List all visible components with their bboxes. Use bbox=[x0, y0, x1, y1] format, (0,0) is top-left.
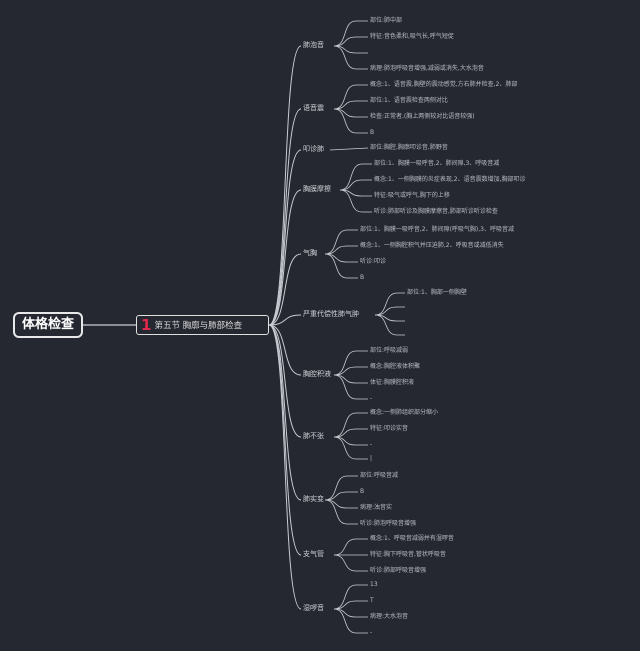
leaf-node[interactable]: 部位:1、胸部一侧胸壁 bbox=[407, 289, 467, 296]
connector-line bbox=[268, 324, 302, 610]
leaf-node[interactable]: 概念:1、一侧胸膜的炎症表现,2、语音震数增加,胸部叩诊 bbox=[374, 176, 526, 183]
connector-line bbox=[374, 306, 405, 316]
leaf-node[interactable]: | bbox=[370, 455, 373, 462]
leaf-node[interactable]: 部位:1、胸膜一吸呼音,2、肺间隙(呼吸气胸),3、呼吸音减 bbox=[360, 226, 514, 233]
connector-line bbox=[339, 189, 372, 213]
connector-line bbox=[329, 147, 369, 151]
connector-line bbox=[268, 108, 302, 326]
connector-line bbox=[268, 324, 302, 501]
branch-node[interactable]: 支气管 bbox=[303, 550, 324, 558]
leaf-node[interactable]: 部位:1、胸膜一吸呼音,2、肺间隙,3、呼吸音减 bbox=[374, 160, 500, 167]
topic-number: 1 bbox=[141, 316, 152, 334]
connector-line bbox=[268, 324, 302, 438]
leaf-node[interactable]: 部位:1、语音震检查两侧对比 bbox=[370, 97, 448, 104]
connector-line bbox=[333, 584, 368, 610]
connector-line bbox=[333, 108, 368, 134]
root-node[interactable]: 体格检查 bbox=[13, 312, 83, 338]
leaf-node[interactable]: 听诊:肺部听诊及胸膜摩擦音,肺部听诊听诊检查 bbox=[374, 208, 498, 215]
connector-line bbox=[374, 292, 405, 316]
connector-line bbox=[333, 428, 368, 438]
connector-line bbox=[333, 84, 368, 110]
connector-line bbox=[268, 324, 302, 556]
connector-line bbox=[374, 314, 405, 336]
leaf-node[interactable]: 13 bbox=[370, 581, 378, 588]
leaf-node[interactable]: B bbox=[370, 129, 375, 136]
branch-node[interactable]: 严重代偿性肺气肿 bbox=[303, 310, 359, 318]
branch-node[interactable]: 胸膜摩擦 bbox=[303, 185, 331, 193]
branch-node[interactable]: 语音震 bbox=[303, 104, 324, 112]
leaf-node[interactable]: B bbox=[360, 488, 365, 495]
connector-line bbox=[324, 229, 358, 255]
leaf-node[interactable]: 检查:正常者,(胸上两侧较对比语音较强) bbox=[370, 113, 475, 120]
leaf-node[interactable]: 特征:音色柔和,吸气长,呼气短促 bbox=[370, 33, 454, 40]
connector-line bbox=[333, 36, 368, 47]
leaf-node[interactable]: - bbox=[370, 395, 373, 402]
connector-line bbox=[339, 163, 372, 191]
leaf-node[interactable]: 概念:胸腔液体积聚 bbox=[370, 363, 421, 370]
leaf-node[interactable]: 部位:胸腔,胸廓叩诊音,肺野音 bbox=[370, 144, 448, 151]
connector-line bbox=[324, 499, 358, 525]
leaf-node[interactable]: 部位:呼吸减弱 bbox=[370, 347, 409, 354]
branch-node[interactable]: 肺实变 bbox=[303, 495, 324, 503]
leaf-node[interactable]: 概念:一侧肺组织部分缩小 bbox=[370, 409, 439, 416]
connector-line bbox=[333, 374, 368, 400]
connector-line bbox=[333, 412, 368, 438]
connector-line bbox=[333, 600, 368, 610]
branch-node[interactable]: 胸腔积液 bbox=[303, 370, 331, 378]
connector-line bbox=[333, 366, 368, 376]
leaf-node[interactable]: 特征:吸气或呼气,胸下的上移 bbox=[374, 192, 450, 199]
connector-line bbox=[324, 245, 358, 255]
connector-line bbox=[324, 475, 358, 501]
connector-line bbox=[268, 45, 302, 326]
connector-line bbox=[333, 350, 368, 376]
leaf-node[interactable]: 病理:浊音实 bbox=[360, 504, 393, 511]
leaf-node[interactable]: - bbox=[370, 441, 373, 448]
branch-node[interactable]: 肺不张 bbox=[303, 432, 324, 440]
leaf-node[interactable]: 特征:叩诊实音 bbox=[370, 425, 409, 432]
leaf-node[interactable]: T bbox=[370, 597, 374, 604]
leaf-node[interactable]: 部位:肺中部 bbox=[370, 17, 403, 24]
connector-line bbox=[333, 436, 368, 460]
leaf-node[interactable]: 特征:胸下呼吸音,管状呼吸音 bbox=[370, 551, 446, 558]
leaf-node[interactable]: 部位:呼吸音减 bbox=[360, 472, 399, 479]
connector-line bbox=[268, 253, 302, 326]
leaf-node[interactable]: 体征:胸膜腔积液 bbox=[370, 379, 415, 386]
leaf-node[interactable]: 病理:肺泡呼吸音增强,减弱或消失,大水泡音 bbox=[370, 65, 484, 72]
leaf-node[interactable]: 听诊:叩诊 bbox=[360, 258, 387, 265]
connector-line bbox=[333, 608, 368, 634]
leaf-node[interactable]: 听诊:肺部呼吸音增强 bbox=[370, 567, 427, 574]
leaf-node[interactable]: 概念:1、一侧胸腔积气并压迫肺,2、呼吸音或减低消失 bbox=[360, 242, 504, 249]
connector-line bbox=[333, 554, 368, 572]
leaf-node[interactable]: 听诊:肺泡呼吸音增强 bbox=[360, 520, 417, 527]
connector-line bbox=[268, 149, 302, 326]
connector-line bbox=[268, 324, 302, 376]
branch-node[interactable]: 叩诊肺 bbox=[303, 145, 324, 153]
connector-line bbox=[333, 538, 368, 556]
connector-line bbox=[324, 491, 358, 501]
branch-node[interactable]: 肺泡音 bbox=[303, 41, 324, 49]
connector-line bbox=[333, 20, 368, 47]
topic-label: 第五节 胸廓与肺部检查 bbox=[154, 321, 243, 331]
connector-line bbox=[333, 100, 368, 110]
branch-node[interactable]: 气胸 bbox=[303, 249, 317, 257]
connector-line bbox=[333, 45, 368, 70]
connector-line bbox=[268, 189, 302, 326]
leaf-node[interactable]: B bbox=[360, 274, 365, 281]
leaf-node[interactable]: 病理:大水泡音 bbox=[370, 613, 409, 620]
connector-line bbox=[324, 253, 358, 279]
leaf-node[interactable]: - bbox=[370, 629, 373, 636]
leaf-node[interactable]: 概念:1、语音震,胸壁的震动感觉,方右肺并检查,2、肺部 bbox=[370, 81, 518, 88]
branch-node[interactable]: 湿啰音 bbox=[303, 604, 324, 612]
connector-line bbox=[339, 179, 372, 191]
connector-line bbox=[268, 314, 302, 326]
leaf-node[interactable]: 概念:1、呼吸音减弱并有湿啰音 bbox=[370, 535, 454, 542]
